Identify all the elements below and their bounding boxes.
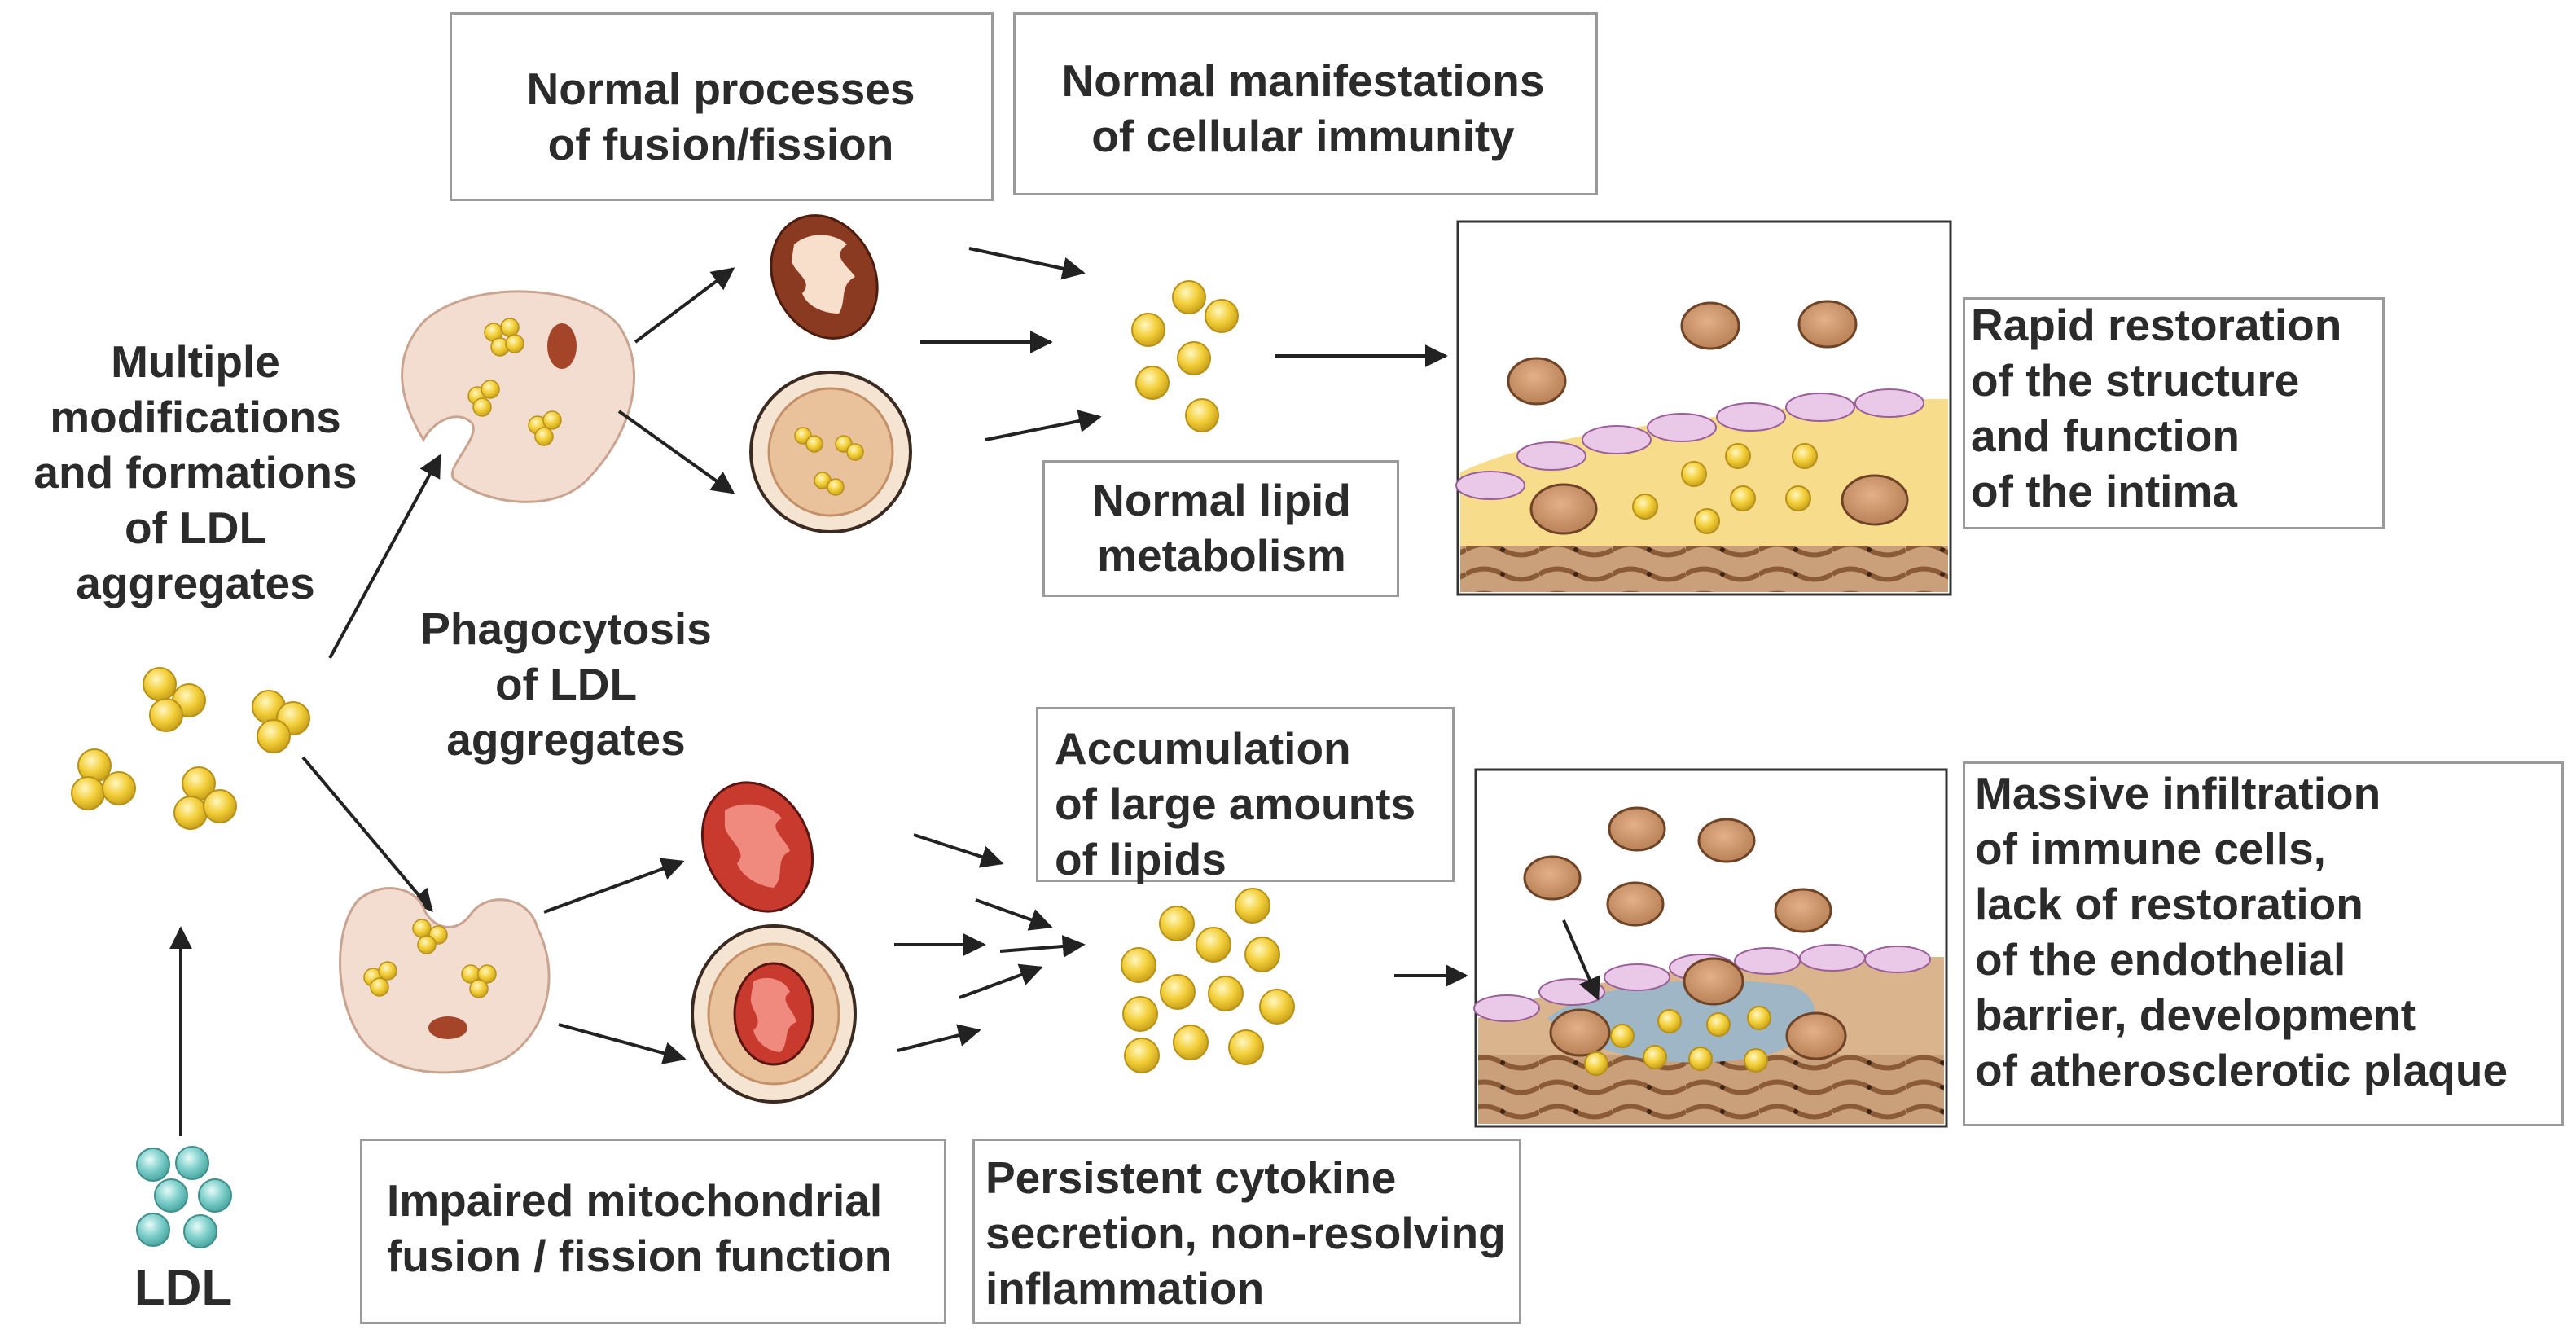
arrow-to-lipids-upper-3	[985, 410, 1102, 441]
box-normal-lipid	[1042, 460, 1399, 597]
box-accumulation	[1036, 707, 1455, 882]
arrow-cell-to-vesicle-lower	[558, 1023, 687, 1064]
arrow-aggregates-to-lower-cell	[301, 756, 433, 913]
arrow-to-lipids-upper-1	[968, 247, 1086, 280]
label-persistent-cytokine: Persistent cytokine secretion, non-resol…	[985, 1152, 1506, 1314]
box-normal-immunity	[1013, 12, 1598, 195]
atherosclerotic-intima-panel	[1473, 768, 1948, 1128]
label-massive-infiltration: Massive infiltration of immune cells, la…	[1975, 768, 2508, 1095]
arrow-to-lipids-lower-6	[897, 1024, 981, 1052]
label-multiple-modifications: Multiple modifications and formations of…	[33, 336, 358, 608]
damaged-mitochondrion	[700, 781, 814, 913]
damaged-vesicle	[691, 924, 857, 1104]
box-rapid-restoration	[1963, 297, 2385, 529]
healthy-vesicle	[749, 371, 912, 533]
arrow-to-lipids-lower-1	[913, 833, 1004, 868]
lipid-droplets-upper	[1131, 280, 1239, 432]
lipid-droplets-lower	[1121, 888, 1295, 1073]
label-normal-lipid: Normal lipid metabolism	[1092, 475, 1351, 581]
macrophage-lower	[339, 887, 551, 1074]
label-normal-immunity: Normal manifestations of cellular immuni…	[1061, 55, 1545, 161]
arrow-to-lipids-lower-4	[999, 935, 1086, 958]
label-rapid-restoration: Rapid restoration of the structure and f…	[1971, 300, 2342, 516]
arrow-cell-to-mito-lower	[543, 858, 685, 914]
healthy-mitochondrion	[770, 214, 879, 340]
native-ldl-cluster	[136, 1146, 232, 1248]
ldl-aggregate-cluster	[71, 667, 310, 830]
arrow-cell-to-mito-upper	[634, 267, 735, 344]
box-normal-fusion	[450, 12, 994, 201]
arrow-to-lipids-lower-2	[975, 898, 1053, 931]
label-phagocytosis: Phagocytosis of LDL aggregates	[420, 603, 712, 765]
arrow-aggregates-to-upper-cell	[328, 454, 441, 659]
box-massive-infiltration	[1963, 761, 2564, 1126]
healthy-intima-panel	[1455, 220, 1952, 596]
label-accumulation: Accumulation of large amounts of lipids	[1055, 723, 1416, 884]
macrophage-upper	[401, 290, 636, 503]
label-ldl: LDL	[134, 1260, 233, 1316]
label-normal-fusion: Normal processes of fusion/fission	[526, 64, 915, 169]
box-impaired-mito	[360, 1139, 946, 1324]
label-impaired-mito: Impaired mitochondrial fusion / fission …	[387, 1175, 893, 1281]
arrow-to-lipids-lower-5	[959, 963, 1043, 999]
box-persistent-cytokine	[972, 1139, 1521, 1324]
arrow-cell-to-vesicle-upper	[617, 410, 735, 494]
